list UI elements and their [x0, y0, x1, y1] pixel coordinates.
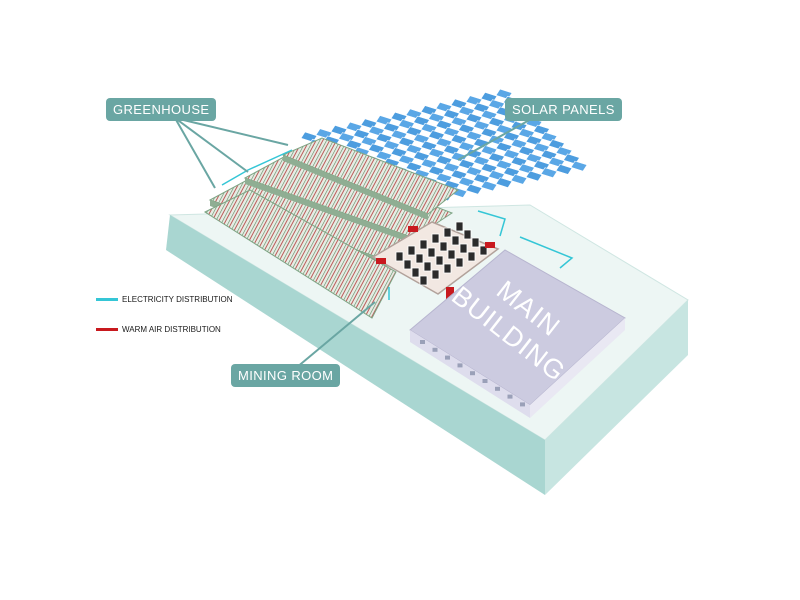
solar-panels-label: SOLAR PANELS [505, 98, 622, 121]
mining-rig [423, 261, 432, 272]
solar-panel [540, 167, 558, 179]
warm-air-vent-2 [408, 226, 418, 232]
window [432, 347, 438, 352]
window [445, 355, 450, 360]
warm-air-vent-1 [376, 258, 386, 264]
mining-rig [403, 259, 412, 270]
mining-rigs [395, 221, 488, 286]
mining-rig [419, 239, 428, 250]
mining-rig [427, 247, 436, 258]
mining-rig [411, 267, 420, 278]
legend-electricity-swatch [96, 298, 118, 301]
mining-rig [455, 221, 464, 232]
legend-warm-air-swatch [96, 328, 118, 331]
mining-rig [395, 251, 404, 262]
mining-rig [443, 227, 452, 238]
mining-room [371, 221, 500, 299]
mining-rig [463, 229, 472, 240]
mining-rig [419, 275, 428, 286]
mining-rig [447, 249, 456, 260]
window [507, 394, 513, 399]
solar-panel [480, 180, 498, 192]
mining-rig [467, 251, 476, 262]
greenhouse-2 [243, 151, 454, 244]
solar-panel [510, 173, 528, 185]
electricity-distribution-lines [221, 149, 574, 300]
greenhouse-3 [281, 137, 459, 220]
mining-rig [455, 257, 464, 268]
solar-panel [495, 177, 513, 188]
window [495, 386, 500, 391]
mining-room-label: MINING ROOM [231, 364, 341, 387]
greenhouse-label: GREENHOUSE [106, 98, 217, 121]
warm-air-vent-3 [485, 242, 495, 248]
window [520, 402, 525, 407]
window [457, 363, 463, 368]
legend-warm-air-label: WARM AIR DISTRIBUTION [122, 325, 221, 334]
legend-electricity-label: ELECTRICITY DISTRIBUTION [122, 295, 233, 304]
mining-rig [431, 269, 440, 280]
mining-rig [435, 255, 444, 266]
legend-warm-air: WARM AIR DISTRIBUTION [96, 325, 221, 334]
window [470, 371, 475, 376]
solar-panel [465, 183, 483, 195]
solar-panel [555, 164, 573, 175]
window [420, 340, 425, 344]
callout-leaders [174, 117, 534, 374]
solar-panel [525, 170, 543, 182]
mining-room-roof [371, 221, 500, 295]
platform-right-side [545, 300, 688, 495]
main-building-right-wall [530, 318, 625, 418]
solar-panel [570, 160, 588, 172]
greenhouse-4 [203, 189, 397, 319]
mining-rig [415, 253, 424, 264]
mining-rig [443, 263, 452, 274]
mining-rig [471, 237, 480, 248]
main-building: MAIN BUILDING [409, 249, 626, 418]
mining-rig [439, 241, 448, 252]
legend-electricity: ELECTRICITY DISTRIBUTION [96, 295, 233, 304]
warm-air-vent-4 [446, 287, 454, 299]
window [482, 379, 488, 383]
platform-left-side [166, 215, 545, 495]
mining-rig [407, 245, 416, 256]
mining-rig [431, 233, 440, 244]
main-building-windows [420, 340, 525, 407]
mining-rig [479, 245, 488, 256]
mining-rig [459, 243, 468, 254]
mining-rig [451, 235, 460, 246]
